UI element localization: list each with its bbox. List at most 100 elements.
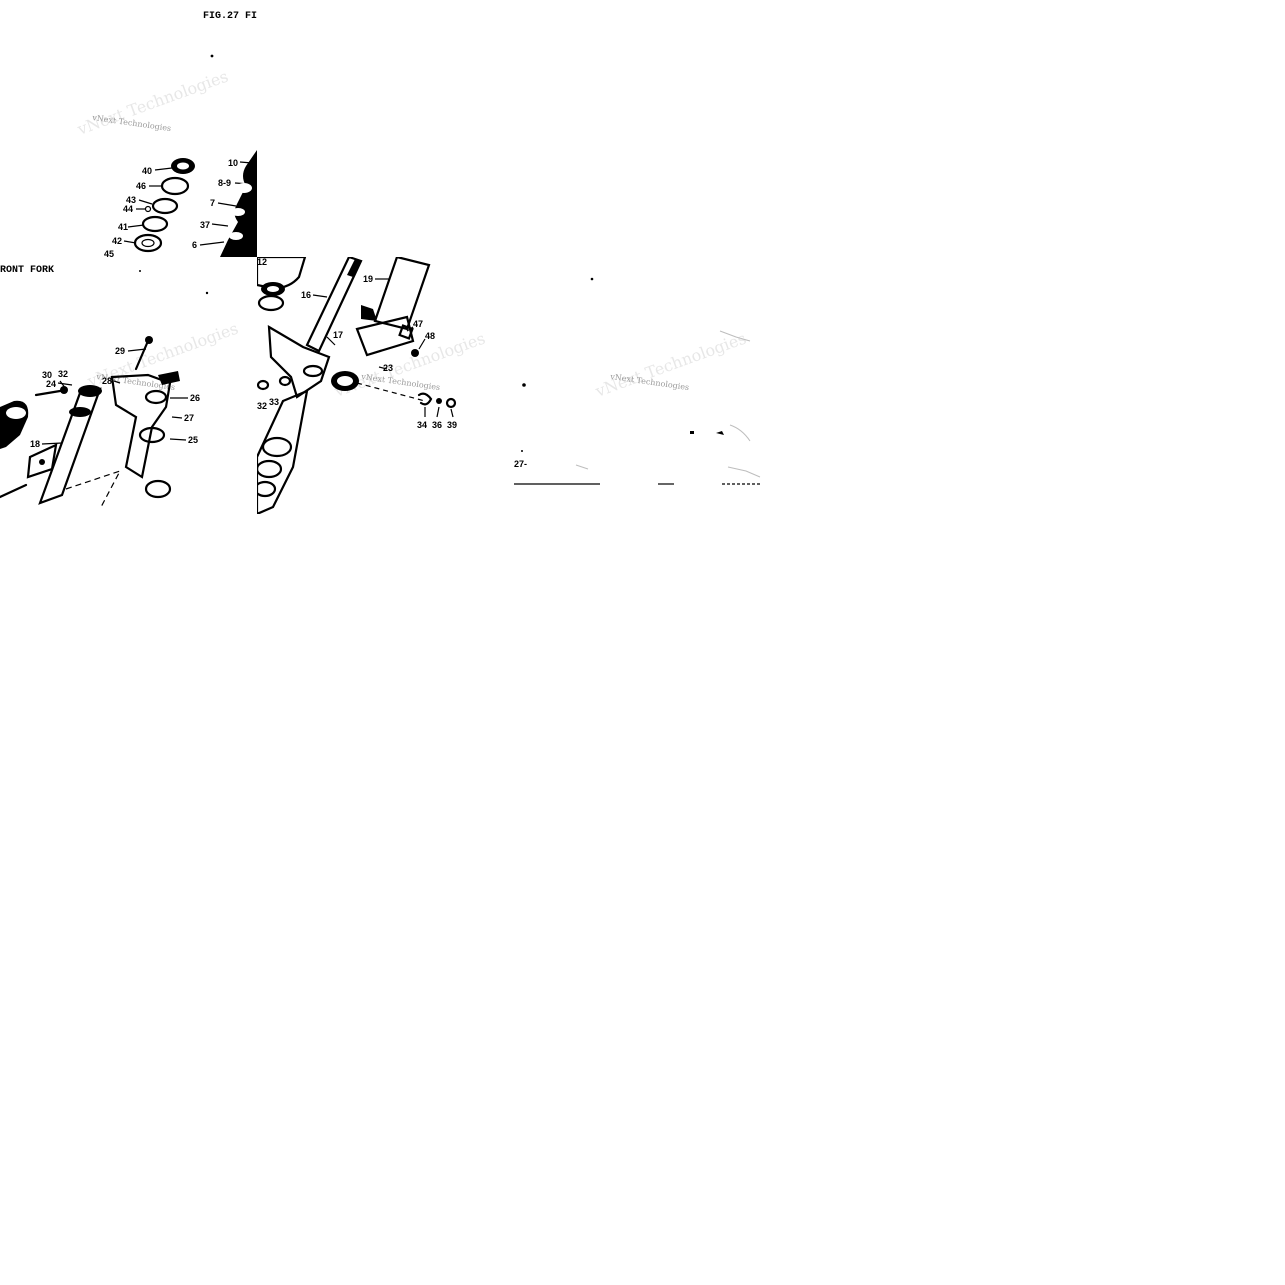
bolt-29: [134, 336, 153, 371]
fork-tube-fragment-a: [220, 150, 257, 257]
tube-outline: [257, 389, 309, 514]
part-label: 36: [432, 420, 442, 430]
bracket-hole: [39, 459, 45, 465]
outer-tube-19: [331, 257, 431, 391]
part-46-ring: [160, 176, 190, 196]
bracket-outline: [267, 324, 331, 399]
part-label: 25: [188, 435, 198, 445]
part-label: 44: [123, 204, 133, 214]
faint-fragments: [575, 330, 761, 478]
part-label: 27: [184, 413, 194, 423]
part-48-washer: [411, 349, 419, 357]
part-label: 30: [42, 370, 52, 380]
part-label: 46: [136, 181, 146, 191]
tube-top-shade: [347, 259, 361, 277]
figure-header: FIG.27 FI: [203, 11, 257, 22]
part-label: 10: [228, 158, 238, 168]
ring-dark-hole: [267, 286, 279, 292]
leader-lines-c: [312, 278, 454, 418]
part-label: 23: [383, 363, 393, 373]
bolt-head: [145, 336, 153, 344]
diagram-tile-middle-center: vNext Technologies vNext Technologies: [257, 257, 514, 514]
part-36: [436, 398, 442, 404]
tile-d-svg: vNext Technologies vNext Technologies 27…: [514, 277, 761, 485]
speck: [690, 431, 694, 434]
tube-ring-2: [231, 208, 245, 216]
part-34: [417, 392, 433, 406]
part-label: 12: [257, 257, 267, 267]
tile-b-svg: RONT FORK vNext Technologies vNext Techn…: [0, 265, 241, 510]
labels-b: 29 30 32 28 26 27 24 25 18: [30, 346, 200, 449]
part-label: 17: [333, 330, 343, 340]
tube-outline: [38, 387, 102, 505]
bracket-hole-upper: [144, 389, 168, 405]
bracket-17: [267, 324, 331, 399]
part-label: 41: [118, 222, 128, 232]
part-39: [445, 397, 457, 409]
part-33-washer: [278, 375, 292, 387]
part-label: 29: [115, 346, 125, 356]
leader-lines-b: [41, 348, 188, 445]
tube-ring-3: [257, 480, 277, 498]
lower-seal-hole: [337, 376, 353, 386]
part-label: 40: [142, 166, 152, 176]
inner-tube-16: [305, 257, 363, 353]
watermark: vNext Technologies vNext Technologies: [74, 67, 231, 140]
speck: [205, 291, 209, 295]
tube-outline: [305, 257, 363, 353]
part-47-bushing: [398, 324, 414, 340]
diagram-tile-middle-right: vNext Technologies vNext Technologies 27…: [514, 257, 771, 514]
part-label: 47: [413, 319, 423, 329]
speck: [210, 54, 214, 58]
bottom-edge-line: [0, 483, 28, 499]
tube-ring-3: [229, 232, 243, 240]
part-40-hole: [177, 162, 189, 170]
part-label: 42: [112, 236, 122, 246]
part-label: 48: [425, 331, 435, 341]
ring-light: [257, 294, 285, 312]
axle-guide: [356, 382, 426, 402]
left-tube-fragment: [0, 400, 29, 449]
tube-ring-1: [236, 183, 252, 193]
part-label: 7: [210, 198, 215, 208]
part-43-ring: [151, 197, 179, 215]
part-label: 18: [30, 439, 40, 449]
bolt-shaft: [134, 339, 150, 371]
ring-stack-12: [257, 257, 307, 312]
part-label: 45: [104, 249, 114, 257]
part-label: 26: [190, 393, 200, 403]
clamp-block: [158, 371, 180, 385]
part-42-ring: [133, 233, 163, 253]
speck: [521, 450, 523, 452]
tube-collar: [69, 407, 91, 417]
part-label: 8-9: [218, 178, 231, 188]
tube-lower: [355, 315, 415, 357]
lower-ring: [144, 479, 172, 499]
speck: [716, 431, 724, 435]
bracket-26: [110, 371, 180, 499]
labels-a: 40 46 43 44 41 42 45 10 8-9 7 37 6: [104, 158, 238, 257]
part-41-ring: [141, 215, 169, 233]
part-label: 28: [102, 376, 112, 386]
bracket-hole-lower: [138, 426, 166, 444]
bracket-hole: [302, 364, 324, 378]
lower-tube-fragment: [257, 389, 309, 514]
part-label: 32: [257, 401, 267, 411]
tube-top-cap: [78, 385, 102, 397]
speck: [139, 270, 141, 272]
part-label: 37: [200, 220, 210, 230]
part-label: 43: [126, 195, 136, 205]
figure-subheader: RONT FORK: [0, 265, 54, 276]
assembly-guide: [65, 469, 122, 510]
part-label: 34: [417, 420, 427, 430]
part-label: 27-: [514, 459, 527, 469]
watermark-ghost: vNext Technologies: [592, 329, 749, 402]
axle-parts: [417, 392, 457, 409]
tile-a-svg: FIG.27 FI vNext Technologies vNext Techn…: [74, 11, 257, 257]
part-label: 33: [269, 397, 279, 407]
diagram-tile-middle-left: RONT FORK vNext Technologies vNext Techn…: [0, 257, 257, 514]
watermark: vNext Technologies vNext Technologies: [592, 329, 749, 402]
tube-ring-1: [261, 436, 293, 458]
part-label: 19: [363, 274, 373, 284]
